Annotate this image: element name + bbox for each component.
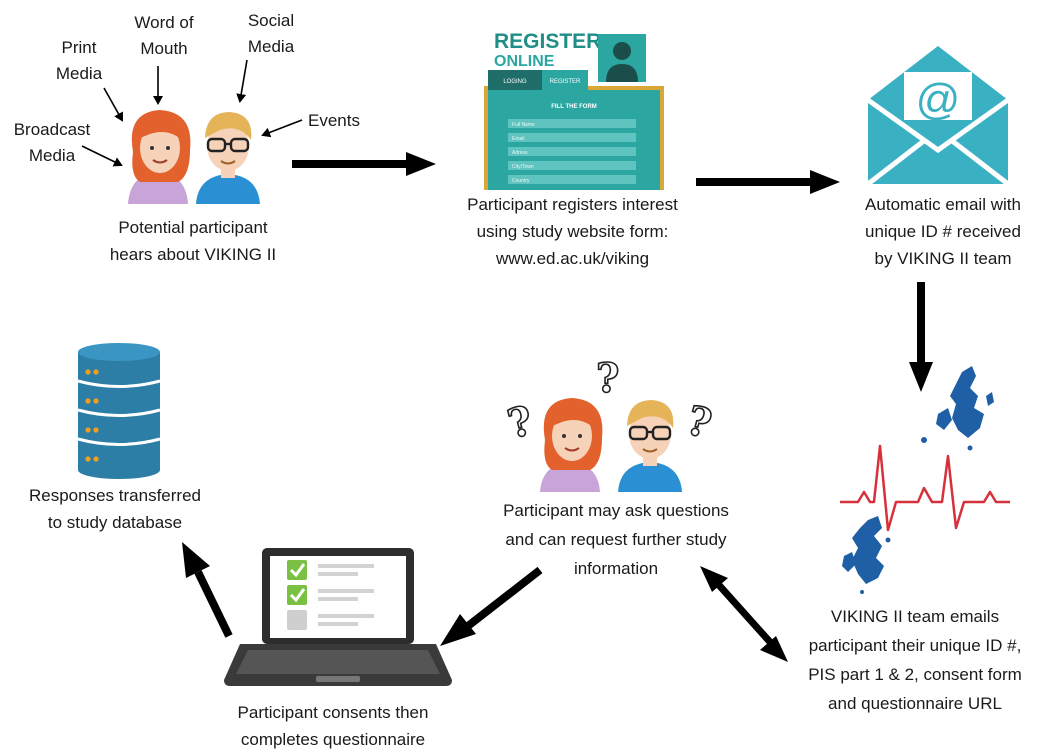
svg-text:@: @ [916, 75, 961, 124]
arrow-questions-team-bidirectional [700, 566, 788, 662]
step-consent-line1: Participant consents then [237, 703, 429, 722]
form-field-adress: Adress [512, 150, 528, 156]
arrow-register-to-email [696, 170, 840, 194]
shetland-map-icon-top [921, 366, 994, 451]
register-tab-login: LOGING [503, 79, 527, 85]
step-team-line2: participant their unique ID #, [808, 636, 1022, 655]
source-word-of-mouth: Word of Mouth [124, 10, 204, 62]
step-consent-line2: completes questionnaire [240, 730, 426, 749]
source-word-line1: Word of [134, 13, 194, 32]
laptop-checklist-icon [224, 548, 452, 686]
step-team-line1: VIKING II team emails [830, 607, 1000, 626]
step-database-label: Responses transferred to study database [10, 482, 220, 536]
step-hear-line2: hears about VIKING II [109, 245, 277, 264]
step-consent-label: Participant consents then completes ques… [218, 699, 448, 753]
register-title-line1: REGISTER [494, 30, 601, 53]
svg-text:?: ? [596, 355, 619, 402]
database-icon [77, 343, 161, 479]
step-email-line1: Automatic email with [865, 195, 1021, 214]
people-icon-top [128, 110, 260, 204]
source-events: Events [308, 111, 360, 130]
arrow-laptop-to-database [182, 542, 233, 638]
step-email-line3: by VIKING II team [874, 249, 1012, 268]
register-form-heading: FILL THE FORM [551, 104, 597, 110]
register-online-graphic: REGISTER ONLINE LOGING REGISTER FILL THE… [484, 30, 664, 190]
people-questions-icon: ? ? ? [502, 354, 717, 492]
step-register-label: Participant registers interest using stu… [440, 191, 705, 272]
question-mark-icons: ? ? ? [502, 354, 717, 449]
step-questions-line2: and can request further study [505, 530, 727, 549]
source-print-line2: Media [55, 64, 103, 83]
step-team-line3: PIS part 1 & 2, consent form [808, 665, 1022, 684]
arrow-questions-to-laptop [440, 566, 543, 646]
step-register-line2: using study website form: [476, 222, 669, 241]
woman-icon [128, 110, 191, 204]
step-email-label: Automatic email with unique ID # receive… [838, 191, 1038, 272]
register-tab-register: REGISTER [550, 79, 581, 85]
step-questions-label: Participant may ask questions and can re… [476, 496, 756, 583]
svg-text:?: ? [682, 397, 717, 448]
source-pointer-arrows [81, 59, 303, 167]
step-questions-line3: information [573, 559, 659, 578]
form-field-city: City/Town [512, 164, 534, 170]
source-social-line2: Media [247, 37, 295, 56]
step-team-line4: and questionnaire URL [828, 694, 1002, 713]
step-questions-line1: Participant may ask questions [503, 501, 729, 520]
source-broadcast-media: Broadcast Media [4, 117, 100, 169]
arrow-email-to-team [909, 282, 933, 392]
email-envelope-icon: @ [866, 46, 1010, 186]
step-register-line1: Participant registers interest [467, 195, 678, 214]
form-field-full-name: Full Name [512, 122, 535, 128]
arrow-hear-to-register [292, 152, 436, 176]
source-print-media: Print Media [44, 35, 114, 87]
source-word-line2: Mouth [140, 39, 188, 58]
ecg-heartbeat-icon [840, 444, 1010, 532]
flow-arrows [182, 152, 933, 662]
form-field-country: Country [512, 178, 530, 184]
source-social-line1: Social [247, 11, 295, 30]
source-broadcast-line2: Media [28, 146, 76, 165]
shetland-map-icon-bottom [842, 516, 891, 594]
man-icon [196, 112, 260, 204]
step-register-line3: www.ed.ac.uk/viking [495, 249, 650, 268]
register-form-fields: Full Name Email Adress City/Town Country [508, 119, 636, 184]
step-hear-label: Potential participant hears about VIKING… [88, 214, 298, 268]
step-hear-line1: Potential participant [118, 218, 268, 237]
register-title-line2: ONLINE [494, 53, 555, 70]
step-database-line2: to study database [47, 513, 183, 532]
step-team-label: VIKING II team emails participant their … [792, 602, 1038, 718]
source-social-media: Social Media [236, 8, 306, 60]
source-print-line1: Print [61, 38, 97, 57]
step-email-line2: unique ID # received [865, 222, 1021, 241]
form-field-email: Email [512, 136, 525, 142]
step-database-line1: Responses transferred [29, 486, 201, 505]
svg-text:?: ? [503, 397, 538, 448]
source-broadcast-line1: Broadcast [13, 120, 91, 139]
